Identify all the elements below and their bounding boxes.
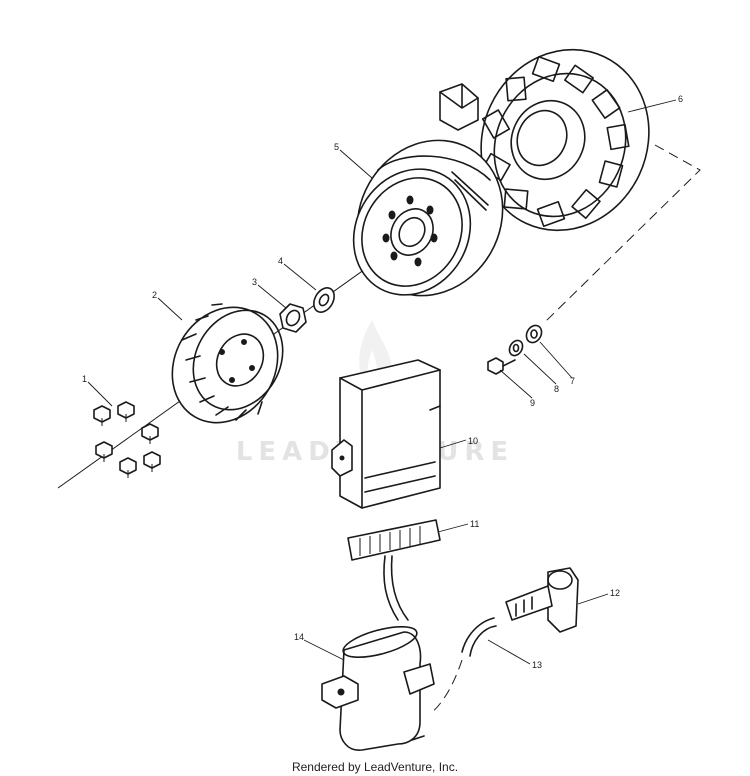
callout-10: 10	[468, 436, 478, 446]
part-7-washer[interactable]	[523, 323, 544, 346]
callout-11: 11	[470, 519, 479, 529]
part-9-screw[interactable]	[487, 357, 516, 375]
part-14-ignition-coil[interactable]	[321, 621, 435, 751]
leader-lines	[87, 99, 677, 665]
callout-2: 2	[152, 290, 157, 300]
part-3-nut[interactable]	[279, 303, 307, 333]
callout-1: 1	[82, 374, 87, 384]
part-5-flywheel[interactable]	[329, 114, 530, 323]
callout-9: 9	[530, 398, 535, 408]
stator-screw-dashed-line	[544, 144, 701, 323]
callout-6: 6	[678, 94, 683, 104]
callout-5: 5	[334, 142, 339, 152]
callout-labels: 1 2 3 4 5 6 7 8 9 10 11 12 13 14	[82, 94, 683, 670]
callout-13: 13	[532, 660, 542, 670]
part-4-washer[interactable]	[310, 284, 339, 316]
part-8-lock-washer[interactable]	[507, 338, 525, 358]
part-2-starter-cup[interactable]	[152, 288, 301, 442]
footer-credit: Rendered by LeadVenture, Inc.	[291, 760, 459, 774]
part-10-cdi-box[interactable]	[331, 359, 441, 509]
part-12-spark-plug-cap[interactable]	[505, 567, 579, 633]
callout-4: 4	[278, 256, 283, 266]
part-13-spark-plug-wire[interactable]	[429, 617, 497, 715]
callout-7: 7	[570, 376, 575, 386]
callout-3: 3	[252, 277, 257, 287]
part-11-connector[interactable]	[347, 519, 441, 621]
part-6-stator[interactable]	[439, 22, 678, 258]
part-1-screws[interactable]	[93, 401, 161, 478]
callout-14: 14	[294, 632, 304, 642]
callout-8: 8	[554, 384, 559, 394]
callout-12: 12	[610, 588, 620, 598]
